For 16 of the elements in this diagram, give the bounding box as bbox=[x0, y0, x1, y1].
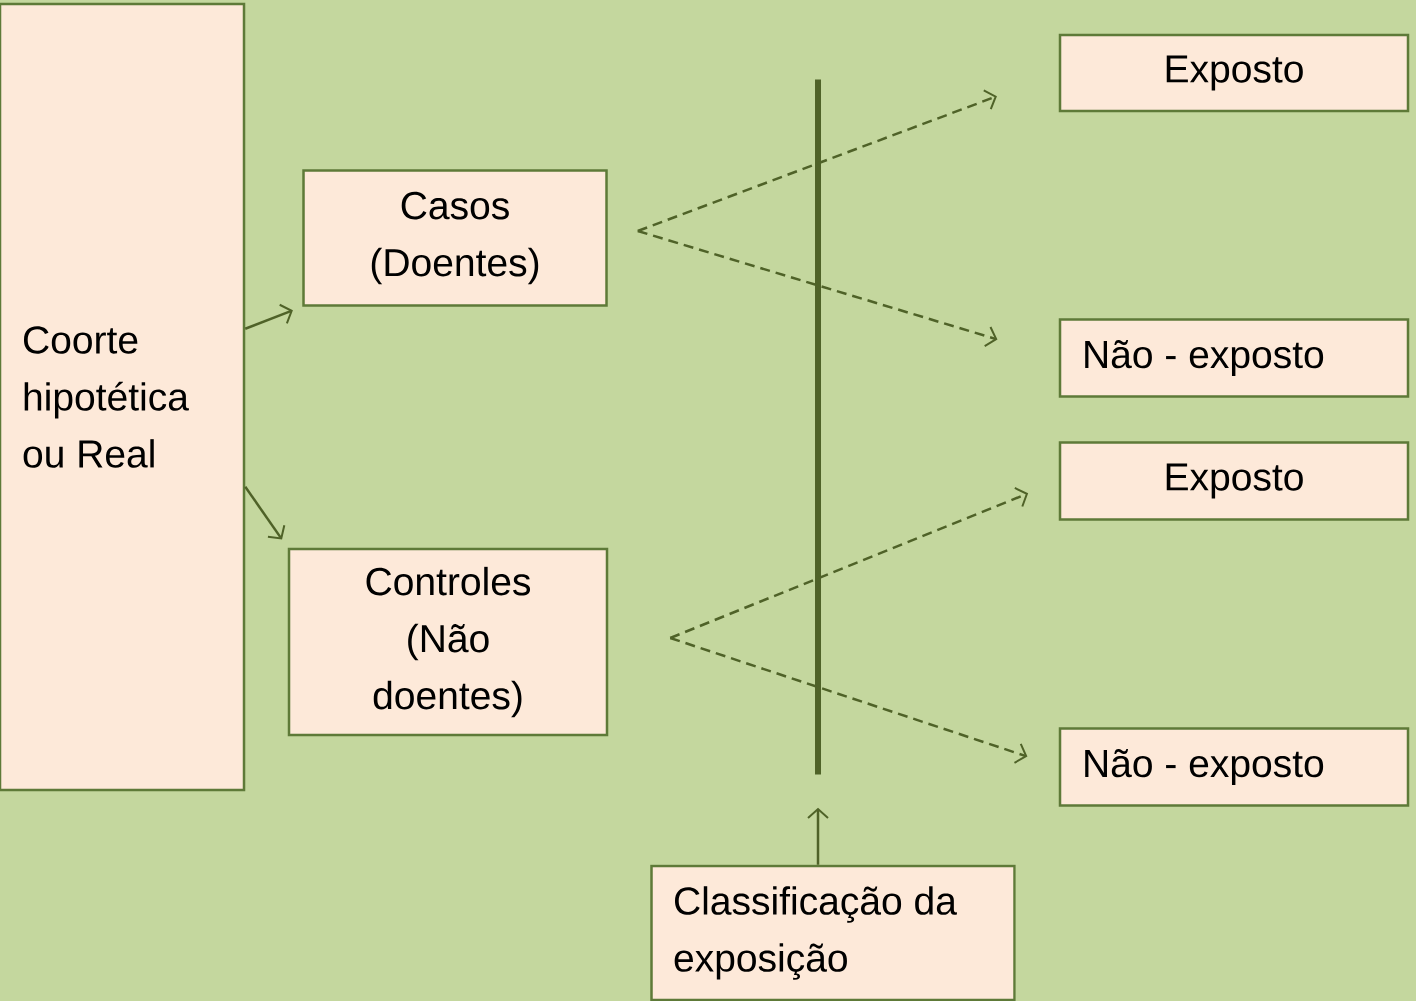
arrow bbox=[244, 303, 293, 330]
label-box: Classificação da exposição bbox=[650, 864, 1016, 1001]
arrow bbox=[637, 229, 998, 348]
exposure-box: Exposto bbox=[1058, 33, 1410, 113]
exposure-box: Não - exposto bbox=[1058, 318, 1410, 398]
exposure-box: Não - exposto bbox=[1058, 727, 1410, 807]
arrow bbox=[244, 486, 286, 540]
arrow bbox=[807, 807, 829, 865]
exposure-box: Exposto bbox=[1058, 441, 1410, 521]
group-box: Casos (Doentes) bbox=[302, 169, 608, 307]
arrow bbox=[669, 636, 1028, 764]
group-box: Controles (Não doentes) bbox=[287, 547, 609, 737]
arrow bbox=[637, 89, 997, 233]
cohort-box: Coorte hipotética ou Real bbox=[0, 2, 246, 792]
vertical-bar bbox=[815, 79, 821, 775]
arrow bbox=[669, 486, 1029, 640]
